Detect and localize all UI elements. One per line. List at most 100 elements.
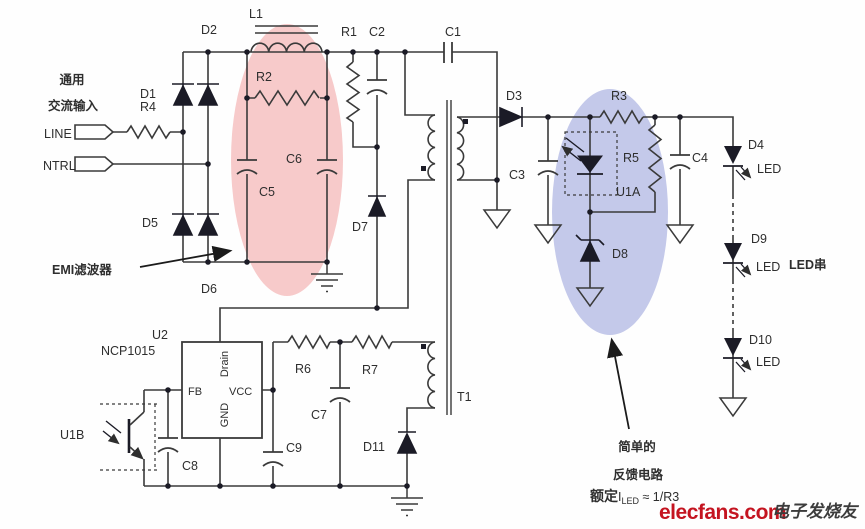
capacitors	[157, 42, 691, 467]
label-c6: C6	[286, 152, 302, 166]
secondary-polarity-dot	[463, 119, 468, 124]
primary-polarity-dot	[421, 166, 426, 171]
label-d4-led: LED	[757, 162, 781, 176]
ground-secondary	[482, 209, 512, 230]
ground-d8	[575, 287, 605, 308]
diode-d7-symbol	[367, 195, 387, 217]
label-c8: C8	[182, 459, 198, 473]
led-string-label: LED串	[789, 257, 827, 272]
pin-gnd: GND	[219, 403, 231, 428]
aux-polarity-dot	[421, 344, 426, 349]
formula-rated: 额定	[590, 488, 618, 504]
earth-ground-bridge	[311, 262, 343, 293]
label-c3: C3	[509, 168, 525, 182]
transformer-aux-winding	[427, 341, 436, 409]
resistors	[126, 61, 663, 350]
label-r7: R7	[362, 363, 378, 377]
capacitor-c9-symbol	[262, 451, 284, 467]
resistor-r1-symbol	[345, 61, 361, 123]
label-r6: R6	[295, 362, 311, 376]
ac-input-label-1: 通用	[59, 72, 84, 87]
watermark-cn: 电子发烧友	[772, 502, 860, 521]
emi-filter-label: EMI滤波器	[52, 262, 112, 277]
feedback-label-1: 简单的	[618, 439, 656, 454]
label-d10: D10	[749, 333, 772, 347]
label-d2: D2	[201, 23, 217, 37]
optocoupler-u1b-symbol	[100, 403, 158, 471]
resistor-r2-symbol	[254, 89, 320, 107]
diode-d1-symbol	[172, 83, 194, 106]
resistor-r4-symbol	[126, 124, 171, 140]
input-ports	[74, 124, 115, 172]
u1a-emission-arrows	[563, 138, 585, 162]
ac-input-label-2: 交流输入	[48, 98, 99, 113]
ic-pin-labels: FB VCC Drain GND	[188, 351, 252, 427]
led-d9-symbol	[723, 243, 750, 277]
capacitor-c3-symbol	[537, 160, 559, 176]
inductor-l1-symbol	[250, 25, 323, 53]
resistor-r5-symbol	[647, 124, 663, 193]
feedback-arrow	[607, 337, 630, 430]
ground-c3	[533, 224, 563, 245]
transformer-core	[446, 100, 452, 415]
optocoupler-u1a-symbol	[563, 131, 618, 196]
line-port-symbol	[74, 124, 115, 140]
u1a-dashed-box	[564, 131, 618, 196]
ntrl-port-symbol	[74, 156, 115, 172]
diode-d5-symbol	[172, 213, 194, 236]
label-c5: C5	[259, 185, 275, 199]
pin-vcc: VCC	[229, 386, 252, 398]
label-u2: U2	[152, 328, 168, 342]
u1b-collector	[129, 411, 145, 426]
resistor-r3-symbol	[599, 109, 644, 125]
watermark-brand: elecfans.com	[659, 501, 786, 524]
annotation-texts: 通用 交流输入 LINE NTRL EMI滤波器 LED串 简单的 反馈电路 额…	[43, 72, 827, 506]
label-l1: L1	[249, 7, 263, 21]
diode-d6-symbol	[197, 213, 219, 236]
label-c4: C4	[692, 151, 708, 165]
label-d4: D4	[748, 138, 764, 152]
capacitor-c6-symbol	[316, 159, 338, 175]
label-d10-led: LED	[756, 355, 780, 369]
label-r2: R2	[256, 70, 272, 84]
led-d10-symbol	[723, 338, 750, 372]
pin-drain: Drain	[219, 351, 231, 377]
formula-label: 额定ILED ≈ 1/R3	[590, 488, 679, 506]
capacitor-c5-symbol	[236, 159, 258, 175]
label-c2: C2	[369, 25, 385, 39]
line-port-label: LINE	[44, 127, 72, 141]
ntrl-port-label: NTRL	[43, 159, 76, 173]
component-labels: L1 D2 D1 R4 D5 D6 R2 C5 C6 R1 C2 C1 D7 D…	[60, 7, 781, 473]
wires	[113, 51, 734, 487]
watermark: elecfans.com 电子发烧友	[659, 501, 860, 524]
label-d6: D6	[201, 282, 217, 296]
resistor-r6-symbol	[287, 334, 331, 350]
capacitor-c8-symbol	[157, 437, 179, 453]
ground-led-string	[718, 397, 748, 418]
pin-fb: FB	[188, 386, 202, 398]
label-r4: R4	[140, 100, 156, 114]
capacitor-c1-symbol	[443, 42, 453, 63]
label-d9: D9	[751, 232, 767, 246]
led-d4-symbol	[723, 146, 750, 180]
ground-c4	[665, 224, 695, 245]
label-d3: D3	[506, 89, 522, 103]
label-r3: R3	[611, 89, 627, 103]
label-c1: C1	[445, 25, 461, 39]
led-string	[723, 146, 750, 372]
formula-i: I	[618, 490, 621, 504]
label-d9-led: LED	[756, 260, 780, 274]
transformer-secondary-winding	[456, 116, 465, 181]
zener-d8-symbol	[575, 234, 605, 262]
ground-symbols	[311, 209, 748, 517]
capacitor-c4-symbol	[669, 154, 691, 170]
label-u1b: U1B	[60, 428, 84, 442]
capacitor-c2-symbol	[366, 79, 388, 95]
label-r5: R5	[623, 151, 639, 165]
u1b-emitter	[129, 446, 144, 460]
diode-d3-symbol	[499, 106, 524, 128]
formula-rest: ≈ 1/R3	[639, 490, 679, 504]
label-c9: C9	[286, 441, 302, 455]
earth-ground-primary	[391, 486, 423, 517]
